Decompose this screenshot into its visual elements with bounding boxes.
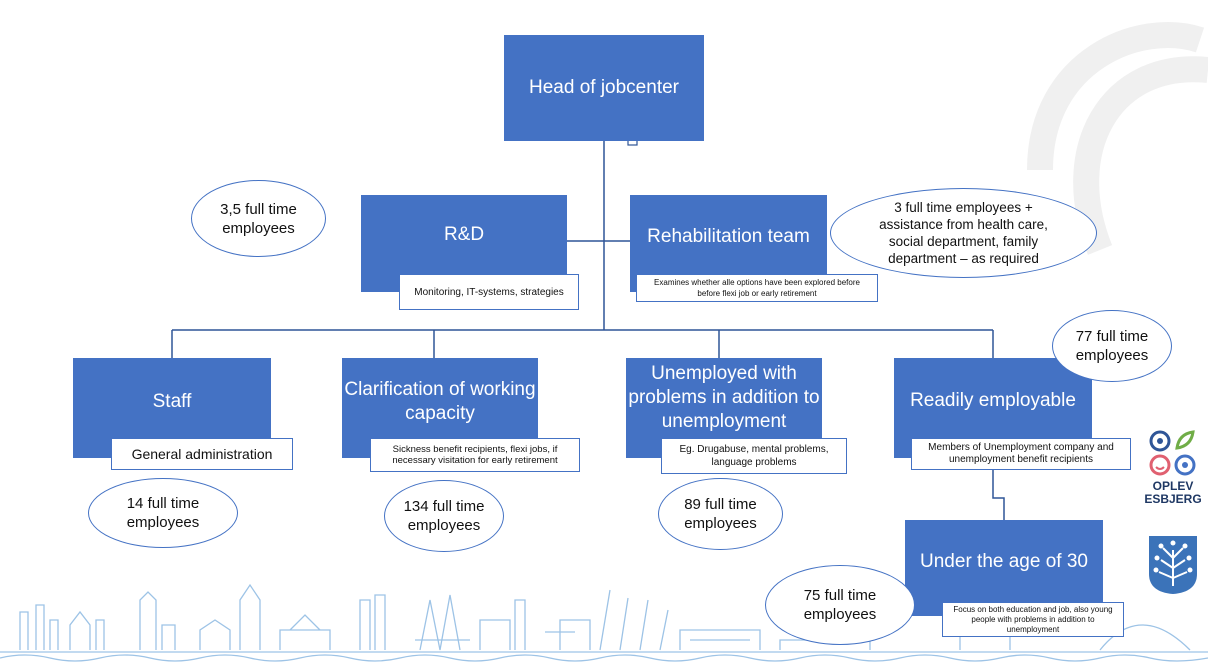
under30-staff-ellipse: 75 full time employees (765, 565, 915, 645)
rnd-staff-ellipse: 3,5 full time employees (191, 180, 326, 257)
oplev-esbjerg-logo-icon (1149, 430, 1196, 476)
unemployed-note: Eg. Drugabuse, mental problems, language… (661, 438, 847, 474)
rnd-note: Monitoring, IT-systems, strategies (399, 274, 579, 310)
city-skyline (0, 583, 1208, 662)
clarification-note: Sickness benefit recipients, flexi jobs,… (370, 438, 580, 472)
readily-staff-ellipse: 77 full time employees (1052, 310, 1172, 382)
staff-title: Staff (152, 391, 192, 412)
rehab-note: Examines whether alle options have been … (636, 274, 878, 302)
readily-note: Members of Unemployment company and unem… (911, 438, 1131, 470)
rehab-staff-ellipse: 3 full time employees + assistance from … (830, 188, 1097, 278)
under-30-box: Under the age of 30 (905, 520, 1103, 616)
logo-line1: OPLEV (1152, 479, 1194, 493)
head-of-jobcenter-box: Head of jobcenter (504, 35, 704, 141)
unemployed-title: Unemployed with problems in addition to … (628, 363, 820, 432)
under30-note: Focus on both education and job, also yo… (942, 602, 1124, 637)
under30-title: Under the age of 30 (920, 551, 1088, 572)
clarification-title: Clarification of working capacity (344, 379, 536, 424)
esbjerg-crest-icon (1149, 536, 1197, 594)
rehab-title: Rehabilitation team (647, 225, 810, 247)
rnd-title: R&D (443, 223, 485, 245)
staff-staff-ellipse: 14 full time employees (88, 478, 238, 548)
staff-note: General administration (111, 438, 293, 470)
logo-line2: ESBJERG (1144, 492, 1202, 506)
clarification-staff-ellipse: 134 full time employees (384, 480, 504, 552)
connector-lines (171, 140, 1005, 520)
logo-text: OPLEV ESBJERG (1140, 480, 1206, 506)
head-title: Head of jobcenter (529, 77, 679, 98)
unemployed-staff-ellipse: 89 full time employees (658, 478, 783, 550)
readily-title: Readily employable (910, 390, 1076, 411)
